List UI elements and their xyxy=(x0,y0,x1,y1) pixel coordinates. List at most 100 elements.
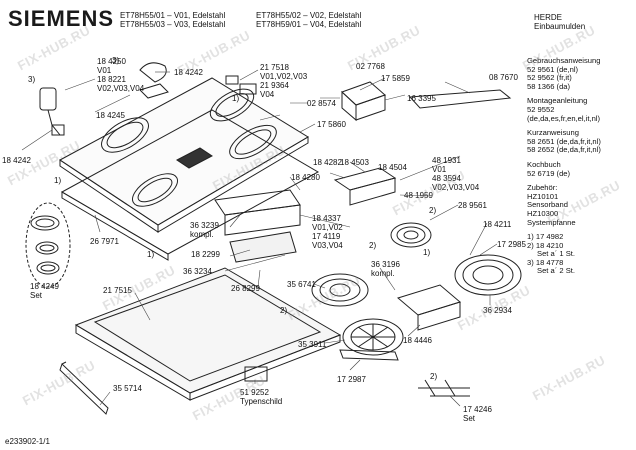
callout-marker: 1) xyxy=(147,250,155,259)
part-label: 18 4242 xyxy=(2,156,31,165)
side-info-line: HZ10300 xyxy=(527,208,559,218)
part-label: 36 3239 xyxy=(190,221,219,230)
callout-marker: 1) xyxy=(54,176,62,185)
brand-logo: SIEMENS xyxy=(8,6,115,31)
part-label: V02,V03,V04 xyxy=(432,183,480,192)
side-info-line: 52 9552 xyxy=(527,104,555,114)
part-label: 18 4446 xyxy=(403,336,432,345)
part-label: 36 3196 xyxy=(371,260,400,269)
part-label: 18 4503 xyxy=(340,158,369,167)
part-label: 17 4119 xyxy=(312,232,341,241)
side-info-line: Montageanleitung xyxy=(527,96,588,106)
part-label: 18 4245 xyxy=(96,111,125,120)
part-label: 18 4250 xyxy=(97,57,126,66)
side-info-line: Set a´ 1 St. xyxy=(537,249,575,259)
side-info-line: 1) 17 4982 xyxy=(527,232,564,242)
mounting-rail xyxy=(60,362,108,414)
part-label: 36 2934 xyxy=(483,306,512,315)
model-line-2: ET78H55/03 – V03, Edelstahl xyxy=(120,20,226,29)
part-label: V01 xyxy=(432,165,447,174)
part-label: V03,V04 xyxy=(312,241,343,250)
part-label: 18 4337 xyxy=(312,214,341,223)
diagram-code: e233902-1/1 xyxy=(5,437,50,446)
part-label: 21 7518 xyxy=(260,63,289,72)
frame-seal xyxy=(62,110,318,260)
part-label: 18 2299 xyxy=(191,250,220,259)
part-label: kompl. xyxy=(371,269,395,278)
callout-marker: 2) xyxy=(429,206,437,215)
part-label: 48 1931 xyxy=(432,156,461,165)
callout-marker: 1) xyxy=(423,248,431,257)
side-info-line: Kurzanweisung xyxy=(527,128,579,138)
model-line-3: ET78H55/02 – V02, Edelstahl xyxy=(256,11,362,20)
part-label: 18 4211 xyxy=(483,220,512,229)
part-label: 21 9364 xyxy=(260,81,289,90)
part-label: 16 3395 xyxy=(407,94,436,103)
part-label: 02 8574 xyxy=(307,99,336,108)
callout-marker: 3) xyxy=(112,56,120,65)
part-label: Typenschild xyxy=(240,397,283,406)
side-info-line: 58 2651 (de,da,fr,it,nl) xyxy=(527,136,601,146)
part-label: Set xyxy=(463,414,476,423)
side-info-line: Systempfanne xyxy=(527,217,576,227)
part-label: 48 3594 xyxy=(432,174,461,183)
part-label: V02,V03,V04 xyxy=(97,84,145,93)
category-line-1: HERDE xyxy=(534,13,563,22)
part-label: 17 2987 xyxy=(337,375,366,384)
clip-set xyxy=(26,203,70,287)
category-line-2: Einbaumulden xyxy=(534,22,586,31)
side-info-line: 3) 18 4778 xyxy=(527,257,564,267)
part-label: 18 4242 xyxy=(174,68,203,77)
part-label: 17 4246 xyxy=(463,405,492,414)
callout-marker: 2) xyxy=(280,306,288,315)
terminal-block xyxy=(342,82,385,120)
part-label: kompl. xyxy=(190,230,214,239)
side-info-line: Gebrauchsanweisung xyxy=(527,56,601,65)
heating-element-small xyxy=(391,223,431,247)
glass-cooktop xyxy=(60,78,308,232)
side-info-line: 2) 18 4210 xyxy=(527,240,564,250)
part-label: 26 7971 xyxy=(90,237,119,246)
part-label: 21 7515 xyxy=(103,286,132,295)
sensor-parts xyxy=(40,63,168,135)
part-label: 18 4282 xyxy=(313,158,342,167)
part-label: 36 3234 xyxy=(183,267,212,276)
part-label: 18 8221 xyxy=(97,75,126,84)
mounting-bracket xyxy=(398,285,460,330)
part-label: 17 5859 xyxy=(381,74,410,83)
part-label: 18 4504 xyxy=(378,163,407,172)
callout-marker: 2) xyxy=(369,241,377,250)
part-label: Set xyxy=(30,291,43,300)
part-label: 35 6741 xyxy=(287,280,316,289)
part-label: 17 2985 xyxy=(497,240,526,249)
model-line-1: ET78H55/01 – V01, Edelstahl xyxy=(120,11,226,20)
side-info-line: Sensorband xyxy=(527,200,568,210)
part-label: 26 8299 xyxy=(231,284,260,293)
side-info-line: (de,da,es,fr,en,el,it,nl) xyxy=(527,113,601,123)
part-label: 48 1959 xyxy=(404,191,433,200)
side-info-line: Set a´ 2 St. xyxy=(537,266,575,276)
callout-marker: 1) xyxy=(232,94,240,103)
part-label: V01,V02 xyxy=(312,223,343,232)
callout-marker: 2) xyxy=(430,372,438,381)
part-label: 17 5860 xyxy=(317,120,346,129)
part-label: V04 xyxy=(260,90,275,99)
radiant-coil xyxy=(343,319,403,355)
side-info-line: 52 9561 (de,nl) xyxy=(527,64,579,74)
side-info-panel: Gebrauchsanweisung 52 9561 (de,nl) 52 95… xyxy=(527,56,601,276)
part-label: 18 4280 xyxy=(291,173,320,182)
part-label: 51 9252 xyxy=(240,388,269,397)
side-info-line: 52 9562 (fr,it) xyxy=(527,73,572,83)
bottom-tray xyxy=(76,268,340,400)
side-info-line: 52 6719 (de) xyxy=(527,168,571,178)
heating-element-mid xyxy=(312,274,368,306)
part-label: V01 xyxy=(97,66,112,75)
part-label: 02 7768 xyxy=(356,62,385,71)
part-label: 08 7670 xyxy=(489,73,518,82)
model-line-4: ET78H59/01 – V04, Edelstahl xyxy=(256,20,362,29)
side-info-line: Kochbuch xyxy=(527,159,561,169)
side-info-line: Zubehör: xyxy=(527,183,558,193)
side-info-line: 58 2652 (de,da,fr,it,nl) xyxy=(527,145,601,155)
part-label: 18 4249 xyxy=(30,282,59,291)
